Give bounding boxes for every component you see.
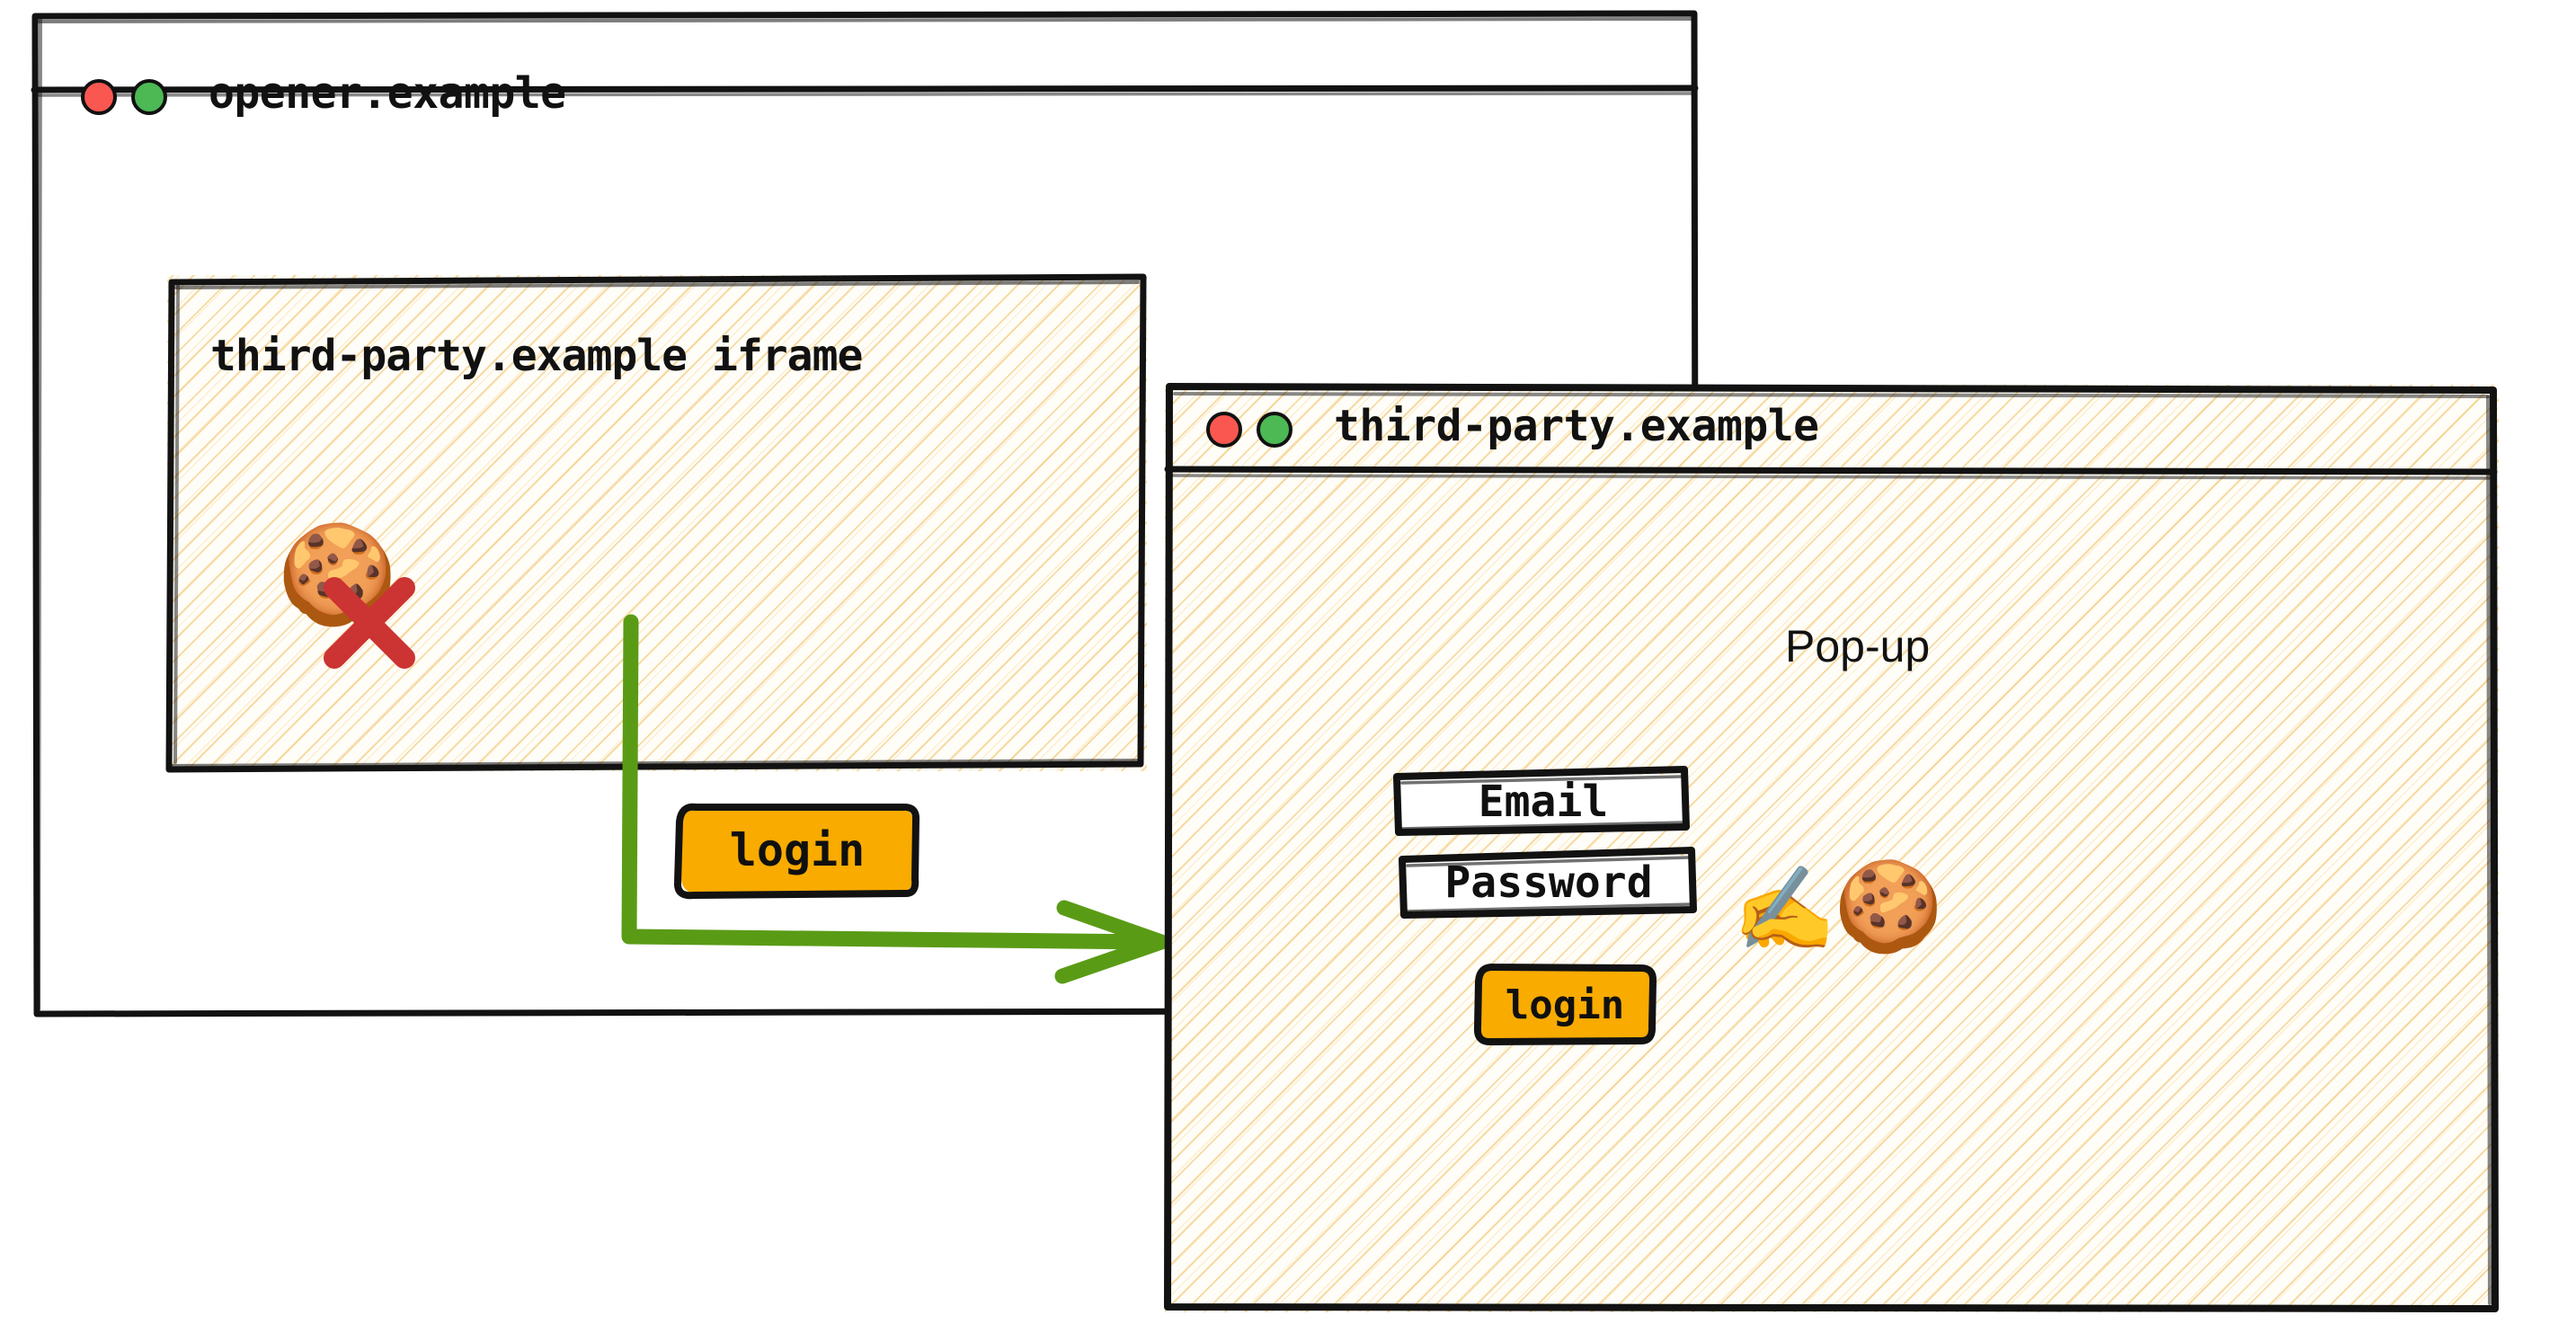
popup-login-button[interactable]: login [1479, 967, 1650, 1043]
password-field[interactable]: Password [1406, 856, 1692, 910]
opener-window-title: opener.example [209, 68, 566, 119]
email-field[interactable]: Email [1400, 775, 1686, 829]
cookie-icon: 🍪 [1834, 856, 1944, 958]
signin-cookie-group: ✍️ 🍪 [1733, 863, 2003, 971]
writing-hand-icon: ✍️ [1733, 861, 1836, 957]
popup-annotation-label: Pop-up [1785, 621, 1931, 671]
third-party-iframe: third-party.example iframe 🍪 login [165, 273, 1147, 900]
opener-close-button[interactable] [81, 79, 117, 115]
opener-maximize-button[interactable] [131, 79, 167, 115]
popup-window-title: third-party.example [1334, 401, 1819, 451]
iframe-title-label: third-party.example iframe [210, 331, 863, 381]
iframe-login-button[interactable]: login [681, 807, 913, 893]
popup-maximize-button[interactable] [1257, 412, 1292, 448]
popup-browser-window: third-party.example Pop-up Email Passwor… [1164, 383, 2499, 1312]
blocked-cookie-group: 🍪 [277, 527, 448, 671]
popup-close-button[interactable] [1206, 412, 1242, 448]
red-x-icon [324, 577, 415, 669]
